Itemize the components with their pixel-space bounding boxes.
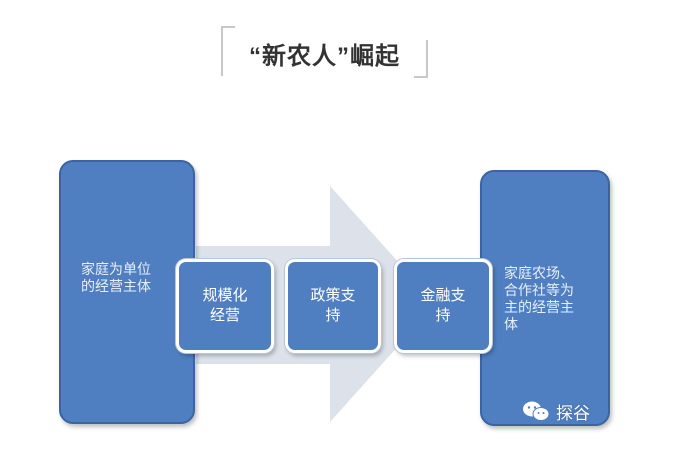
watermark-text: 探谷 [556, 403, 590, 423]
result-box-label: 家庭农场、 合作社等为 主的经营主 体 [504, 266, 574, 333]
title-bracket-right [414, 40, 428, 78]
step-box-scale: 规模化 经营 [176, 259, 274, 353]
title-bracket-left [221, 26, 235, 76]
source-box: 家庭为单位 的经营主体 [59, 160, 195, 424]
source-box-label: 家庭为单位 的经营主体 [81, 262, 151, 295]
step-box-policy: 政策支 持 [285, 259, 381, 353]
wechat-icon [522, 400, 550, 422]
page-title: “新农人”崛起 [249, 43, 400, 70]
title-frame: “新农人”崛起 [221, 26, 428, 78]
step-box-finance: 金融支 持 [394, 259, 492, 353]
watermark: 探谷 [522, 398, 612, 424]
result-box: 家庭农场、 合作社等为 主的经营主 体 探谷 [480, 170, 610, 426]
